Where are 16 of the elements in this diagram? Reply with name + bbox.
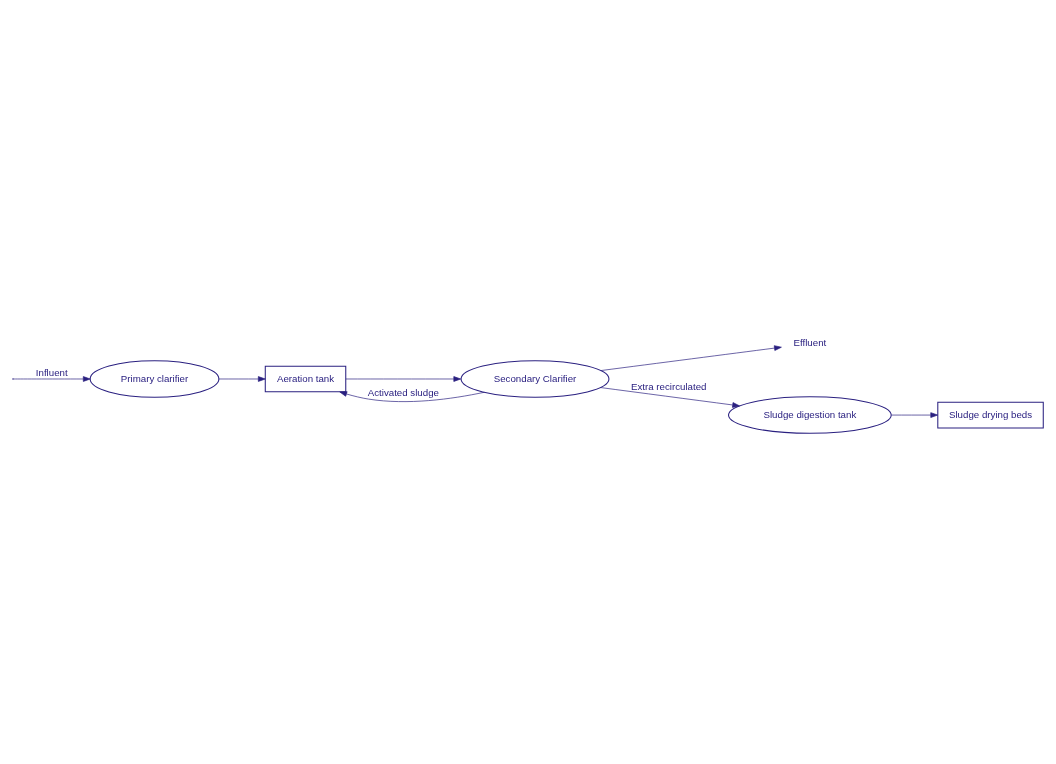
arrow xyxy=(600,345,782,371)
arrow xyxy=(600,387,740,408)
arrow xyxy=(345,376,462,382)
arrow xyxy=(13,376,91,382)
node-ellipse: Primary clarifier xyxy=(89,360,220,398)
node-ellipse: Secondary Clarifier xyxy=(460,360,610,398)
arrow xyxy=(891,412,939,418)
arrow xyxy=(339,391,485,402)
edge-label: Activated sludge xyxy=(367,387,439,399)
edge-label: Extra recirculated xyxy=(631,380,707,392)
node-box: Aeration tank xyxy=(264,365,347,393)
arrow xyxy=(218,376,266,382)
node-box: Sludge drying beds xyxy=(937,401,1044,429)
edge-label: Influent xyxy=(35,367,68,379)
node-text: Effluent xyxy=(793,337,827,349)
node-ellipse: Sludge digestion tank xyxy=(728,396,892,434)
